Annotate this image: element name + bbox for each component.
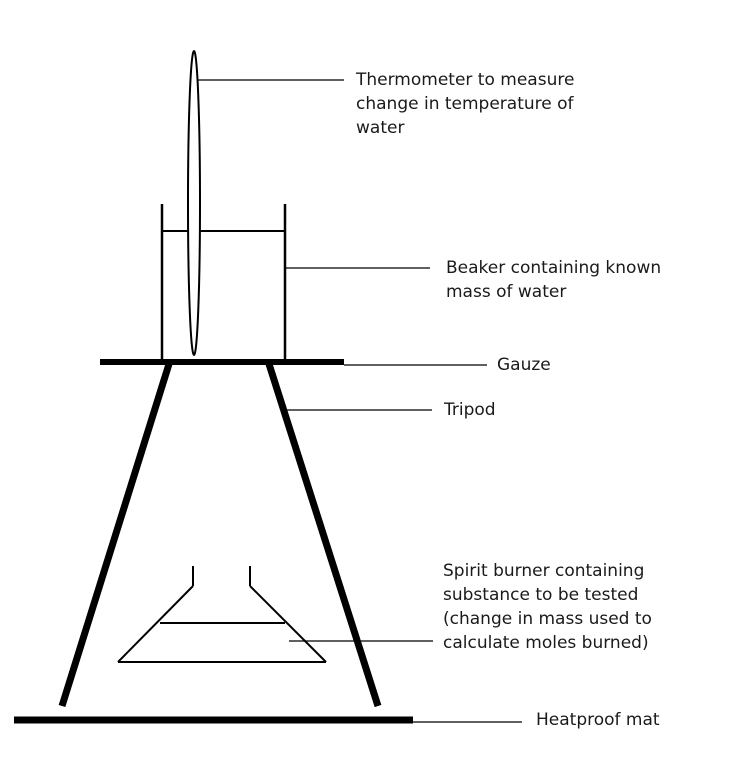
burner-side-right [249, 585, 327, 663]
gauze-label: Gauze [497, 355, 551, 375]
burner-side-left [117, 585, 194, 663]
burner-label: Spirit burner containing substance to be… [443, 561, 652, 653]
mat-label: Heatproof mat [536, 710, 660, 730]
thermometer [187, 50, 201, 356]
thermometer-label: Thermometer to measure change in tempera… [356, 70, 575, 138]
beaker-label: Beaker containing known mass of water [446, 258, 662, 302]
tripod-label: Tripod [444, 400, 496, 420]
tripod-left-leg [58, 362, 173, 708]
tripod-right-leg [265, 362, 382, 708]
